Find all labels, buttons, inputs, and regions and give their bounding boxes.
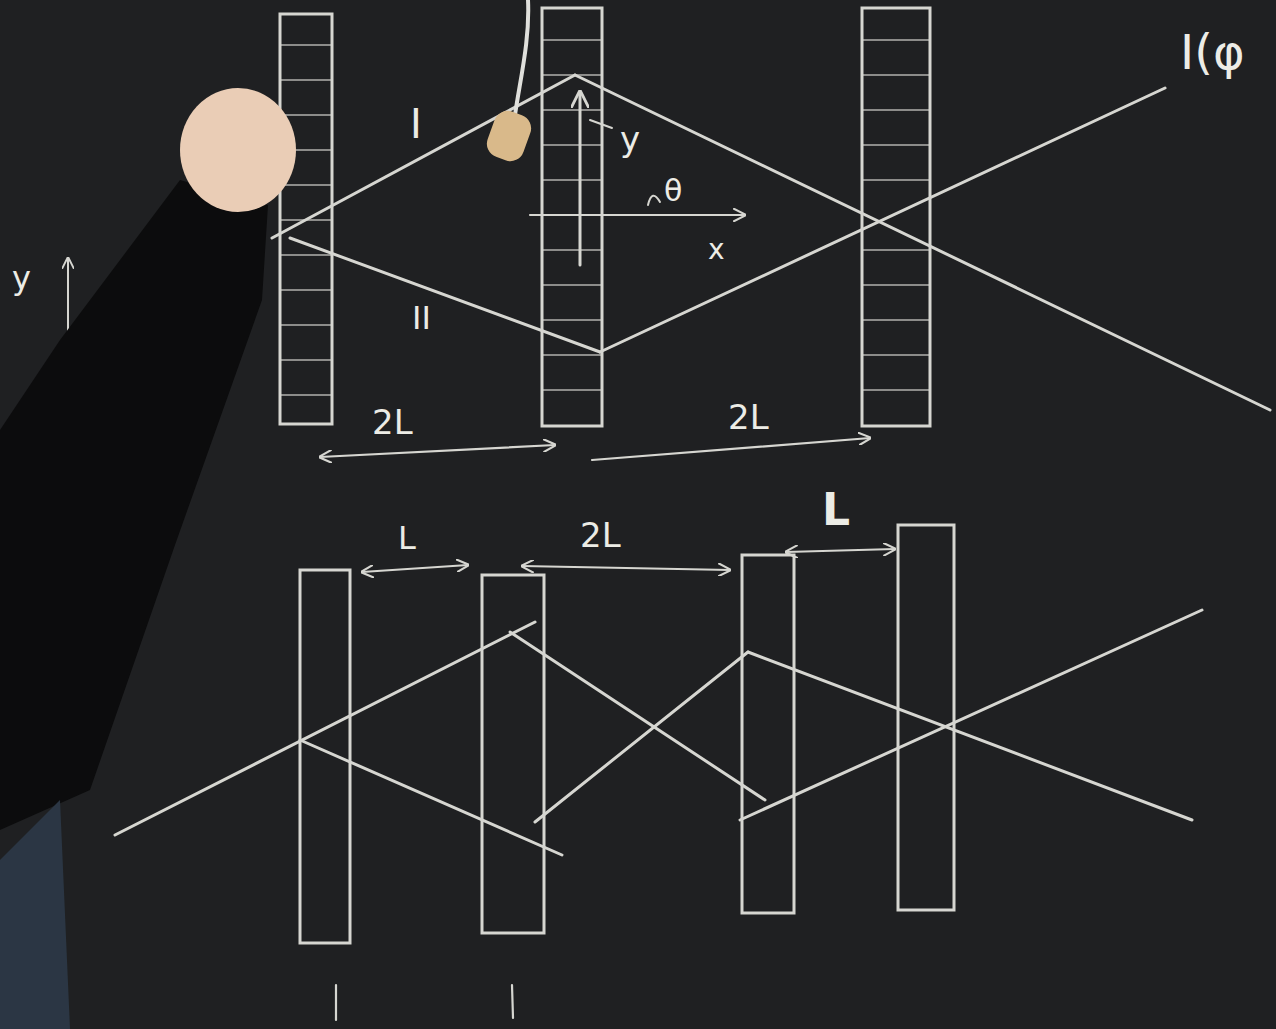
board-label: θ — [664, 176, 682, 206]
board-label: I — [410, 104, 422, 144]
board-label: 2L — [580, 518, 621, 552]
dimension-arrow — [592, 438, 870, 460]
board-label: I(φ — [1180, 28, 1245, 76]
tick-marks — [336, 985, 513, 1020]
lecturer-arm — [0, 88, 296, 1029]
dimension-arrow — [320, 445, 555, 457]
top-rays — [272, 75, 1270, 410]
x-axis — [530, 214, 745, 216]
board-label: x — [708, 236, 725, 264]
angle-arc — [648, 196, 660, 205]
bottom-plates — [300, 525, 954, 943]
dimension-arrow — [786, 549, 895, 552]
bottom-rays — [115, 610, 1202, 855]
microphone — [483, 0, 535, 165]
dimension-arrow — [362, 565, 468, 572]
board-label: L — [398, 522, 416, 554]
dimension-arrow — [522, 566, 730, 570]
displacement-arrow — [579, 92, 582, 265]
board-label: y — [620, 122, 640, 156]
top-plates — [280, 8, 930, 426]
board-label: II — [412, 302, 431, 334]
board-label: L — [822, 488, 850, 532]
board-label: 2L — [372, 405, 413, 439]
board-label: y — [12, 262, 31, 294]
y-tick — [590, 120, 612, 128]
board-label: 2L — [728, 400, 769, 434]
